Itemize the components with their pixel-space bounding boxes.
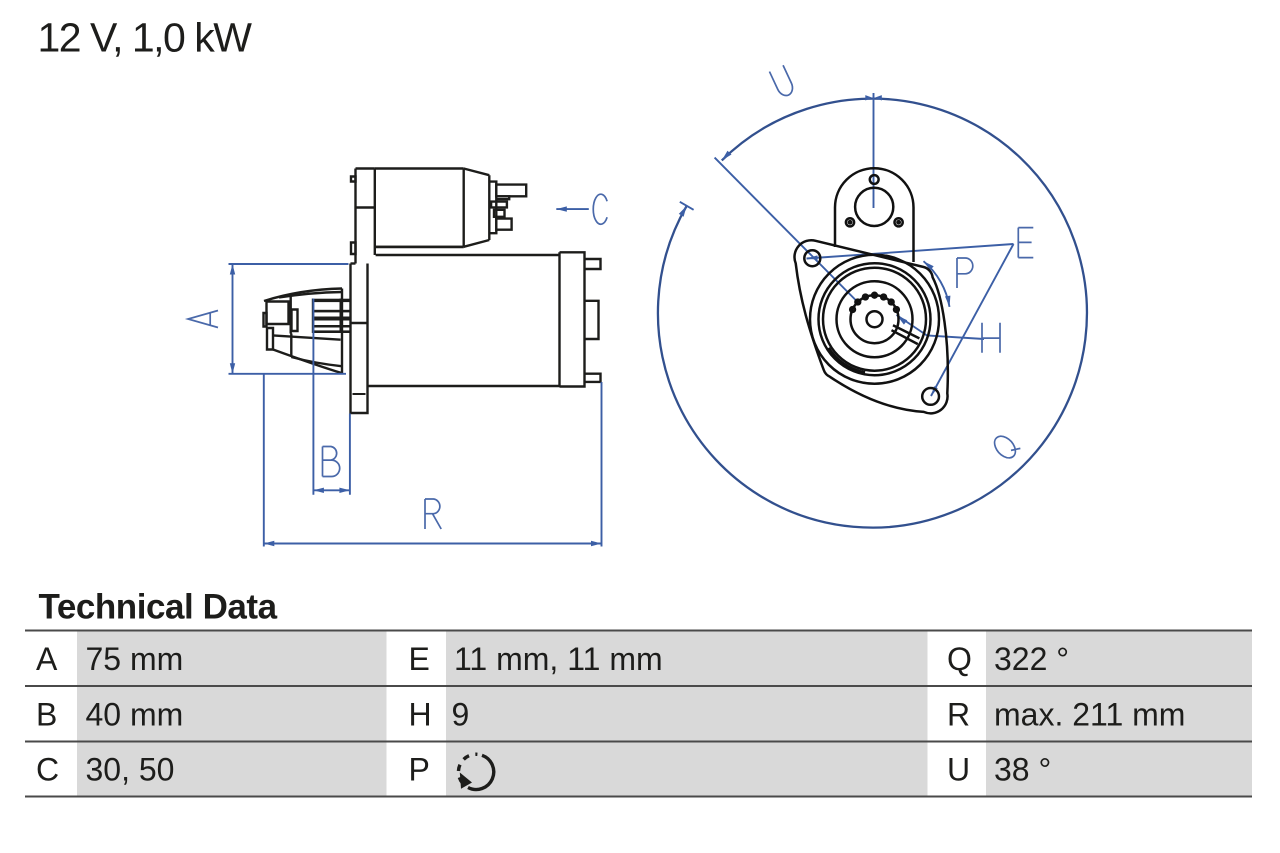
svg-text:P: P — [409, 752, 430, 788]
svg-text:38 °: 38 ° — [994, 752, 1051, 788]
svg-text:12 V, 1,0 kW: 12 V, 1,0 kW — [38, 15, 253, 61]
svg-text:Q: Q — [947, 641, 972, 677]
svg-text:max. 211 mm: max. 211 mm — [994, 696, 1185, 732]
svg-text:B: B — [36, 696, 57, 732]
svg-text:H: H — [409, 696, 432, 732]
svg-text:R: R — [947, 696, 970, 732]
svg-text:Technical Data: Technical Data — [39, 588, 278, 627]
svg-text:11 mm, 11 mm: 11 mm, 11 mm — [454, 641, 663, 677]
svg-text:A: A — [36, 641, 58, 677]
svg-text:9: 9 — [452, 696, 470, 732]
svg-text:75 mm: 75 mm — [86, 641, 184, 677]
svg-text:C: C — [36, 752, 59, 788]
svg-text:40 mm: 40 mm — [86, 696, 184, 732]
svg-text:30, 50: 30, 50 — [86, 752, 175, 788]
svg-text:322 °: 322 ° — [994, 641, 1069, 677]
svg-text:U: U — [947, 752, 970, 788]
svg-text:E: E — [409, 641, 430, 677]
